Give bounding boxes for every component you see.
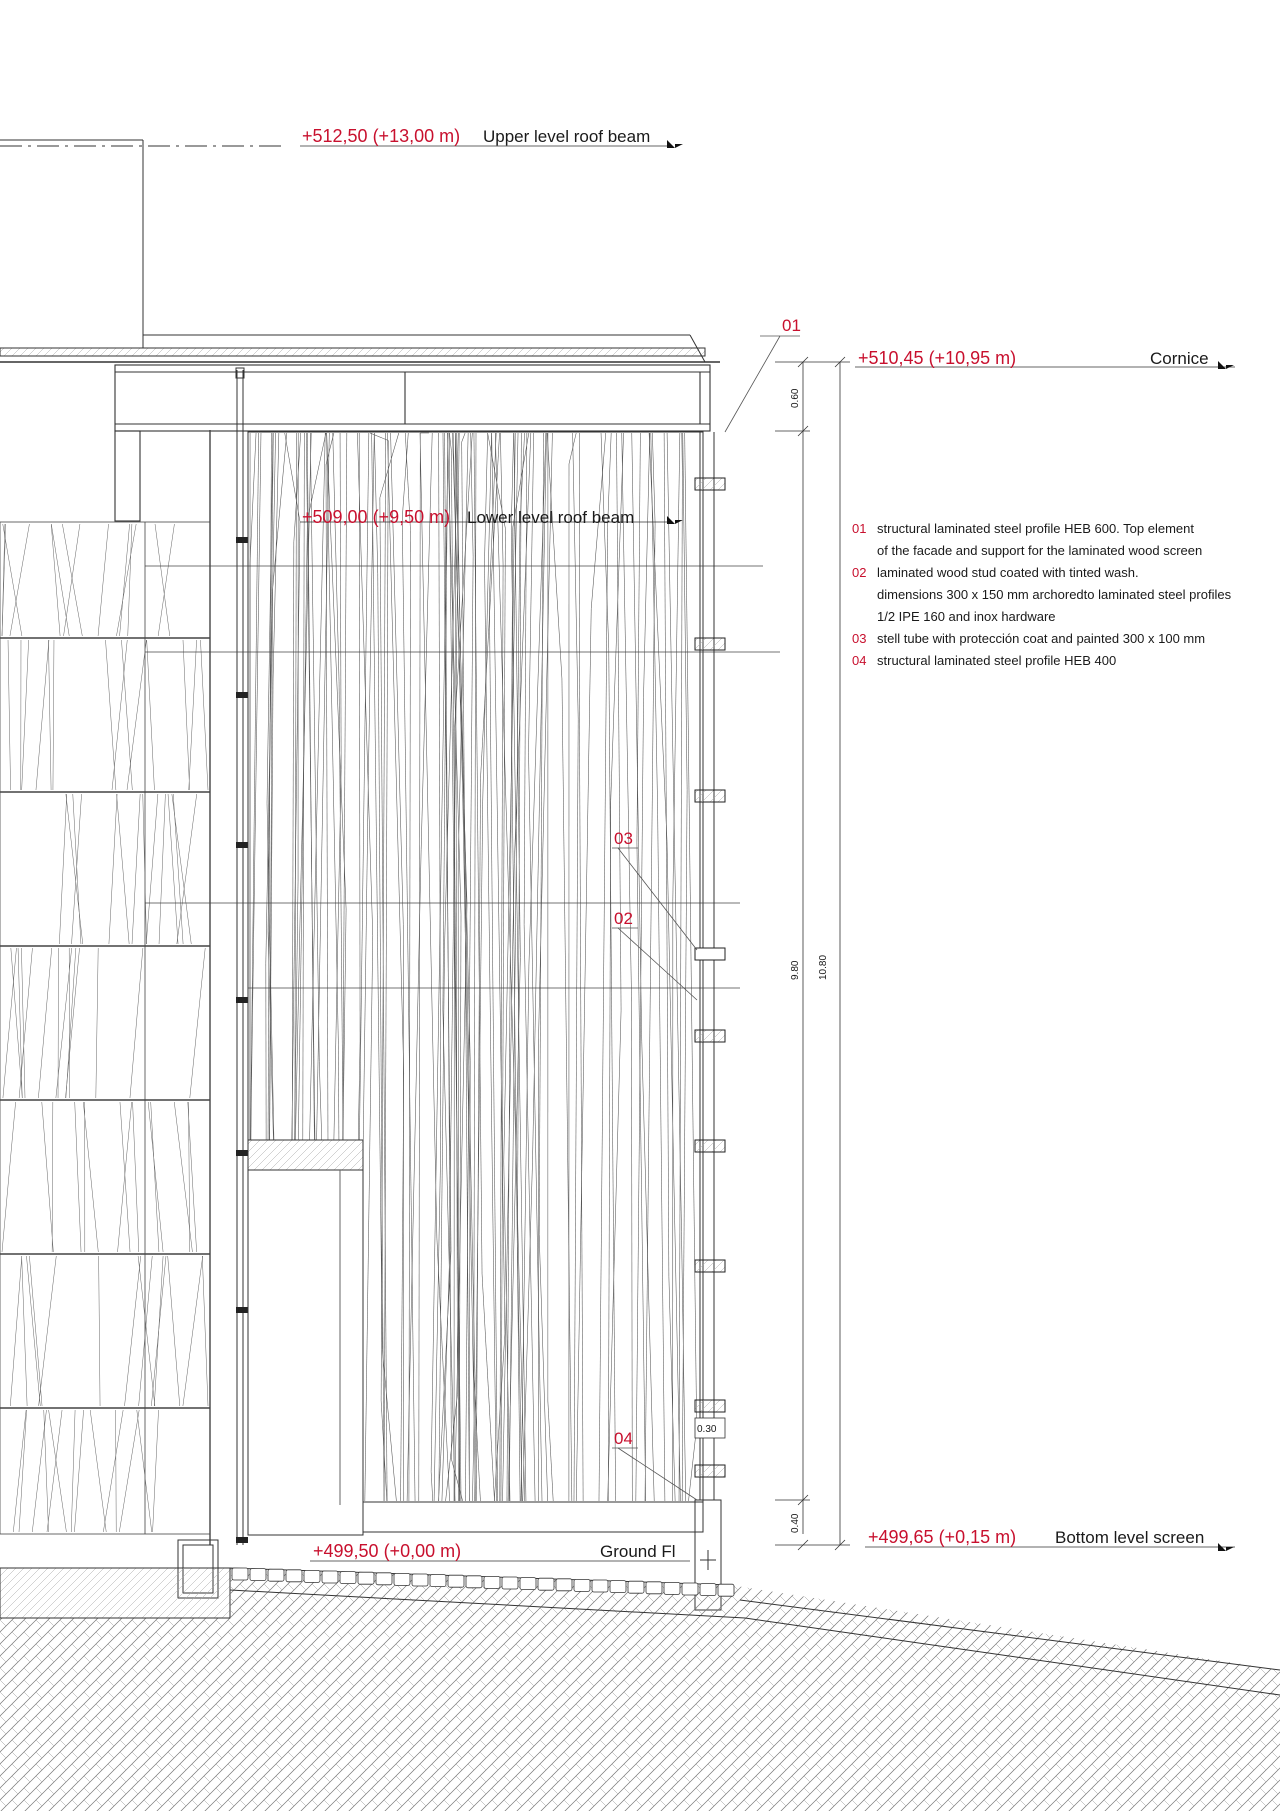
lower-roof-level-value: +509,00 (+9,50 m)	[302, 507, 450, 527]
dim-total: 10.80	[818, 955, 829, 980]
note-01-line-2: of the facade and support for the lamina…	[877, 543, 1202, 558]
left-wood-slats	[1, 523, 209, 1533]
ground-level-label: Ground Fl	[600, 1542, 676, 1561]
callout-04: 04	[614, 1429, 633, 1448]
left-screen	[0, 430, 211, 1545]
dim-screen: 9.80	[790, 960, 801, 980]
callout-leaders	[617, 335, 800, 1501]
reference-lines	[145, 565, 780, 989]
level-marker-icons	[667, 140, 1234, 1551]
curtain-wall-mullions	[236, 537, 248, 1543]
dim-tube: 0.30	[697, 1424, 717, 1435]
glass-curtain-wall	[235, 367, 245, 1545]
upper-roof-block	[0, 139, 285, 348]
bottom-screen-level-value: +499,65 (+0,15 m)	[868, 1527, 1016, 1547]
bottom-screen-level-label: Bottom level screen	[1055, 1528, 1204, 1547]
level-underlines	[300, 145, 1235, 1562]
note-02-line-3: 1/2 IPE 160 and inox hardware	[877, 609, 1056, 624]
paving-blocks	[231, 1567, 735, 1597]
note-03-num: 03	[852, 631, 866, 646]
interior-opening	[247, 1139, 364, 1536]
dim-bottom: 0.40	[790, 1513, 801, 1533]
steel-column	[699, 432, 715, 1500]
lower-roof-level-label: Lower level roof beam	[467, 508, 634, 527]
note-04-num: 04	[852, 653, 866, 668]
note-02-line-1: laminated wood stud coated with tinted w…	[877, 565, 1139, 580]
cornice-level-value: +510,45 (+10,95 m)	[858, 348, 1016, 368]
dim-top: 0.60	[790, 388, 801, 408]
upper-roof-level-value: +512,50 (+13,00 m)	[302, 126, 460, 146]
ground-terrain	[0, 1567, 1280, 1811]
ground-level-value: +499,50 (+0,00 m)	[313, 1541, 461, 1561]
dimension-lines	[694, 356, 850, 1551]
note-02-num: 02	[852, 565, 866, 580]
callout-01: 01	[782, 316, 801, 335]
note-03-line-1: stell tube with protección coat and pain…	[877, 631, 1205, 646]
note-02-line-2: dimensions 300 x 150 mm archoredto lamin…	[877, 587, 1232, 602]
heb-600-beam	[114, 364, 711, 522]
roof-slab	[0, 334, 720, 363]
notes-legend: 01 structural laminated steel profile HE…	[852, 521, 1232, 668]
callout-03: 03	[614, 829, 633, 848]
callout-underlines	[612, 847, 638, 1449]
note-01-num: 01	[852, 521, 866, 536]
callout-02: 02	[614, 909, 633, 928]
upper-roof-level-label: Upper level roof beam	[483, 127, 650, 146]
cornice-level-label: Cornice	[1150, 349, 1209, 368]
note-01-line-1: structural laminated steel profile HEB 6…	[877, 521, 1194, 536]
note-04-line-1: structural laminated steel profile HEB 4…	[877, 653, 1116, 668]
steel-tube-brackets	[694, 477, 726, 1478]
